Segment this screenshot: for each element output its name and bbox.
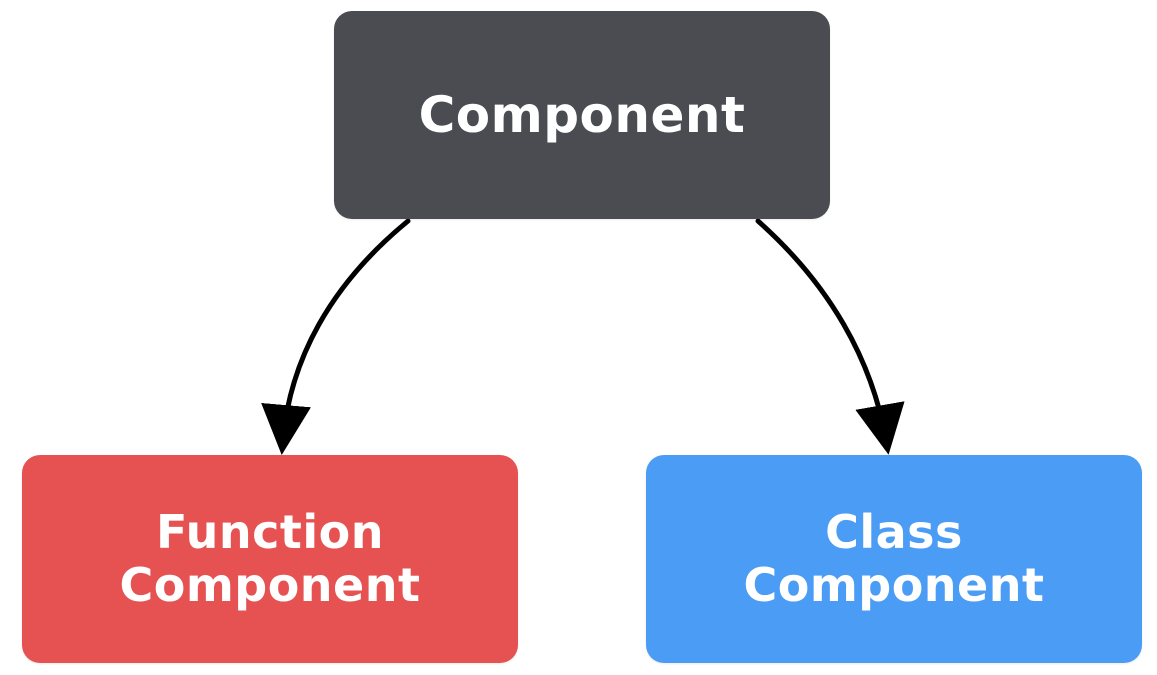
component-node-label: Component [418, 86, 746, 144]
edge-to-class-component [755, 218, 905, 455]
class-component-label-line1: Class [825, 504, 963, 559]
class-component-label-line2: Component [743, 558, 1045, 612]
function-component-label-line2: Component [119, 558, 421, 612]
component-node: Component [334, 11, 830, 219]
class-component-node: Class Component [646, 455, 1142, 663]
edge-to-function-component [261, 218, 411, 455]
function-component-node: Function Component [22, 455, 518, 663]
function-component-label-line1: Function [155, 504, 384, 559]
